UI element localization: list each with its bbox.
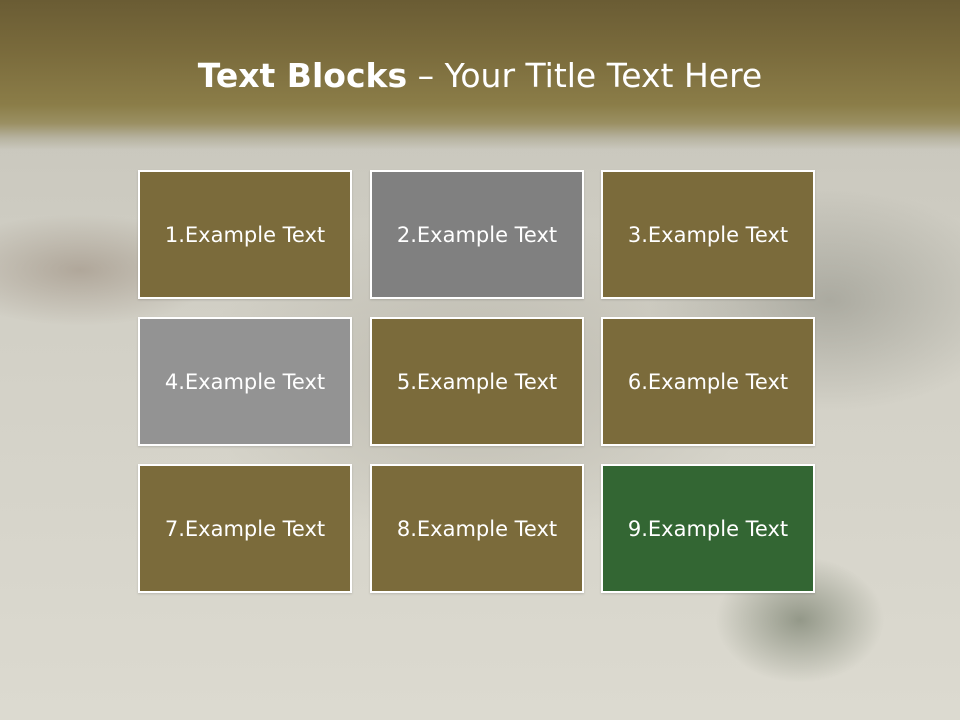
text-block-9: 9.Example Text	[601, 464, 815, 593]
text-block-label: 3.Example Text	[627, 222, 789, 247]
title-bold-text: Text Blocks	[197, 56, 408, 95]
text-block-7: 7.Example Text	[138, 464, 352, 593]
text-block-3: 3.Example Text	[601, 170, 815, 299]
text-block-4: 4.Example Text	[138, 317, 352, 446]
text-block-label: 9.Example Text	[627, 516, 789, 541]
text-block-label: 2.Example Text	[396, 222, 558, 247]
text-block-label: 7.Example Text	[164, 516, 326, 541]
text-block-label: 6.Example Text	[627, 369, 789, 394]
title-dash: –	[407, 56, 445, 95]
header-band	[0, 0, 960, 150]
text-block-8: 8.Example Text	[370, 464, 584, 593]
text-block-label: 5.Example Text	[396, 369, 558, 394]
text-block-label: 4.Example Text	[164, 369, 326, 394]
text-block-label: 8.Example Text	[396, 516, 558, 541]
text-block-label: 1.Example Text	[164, 222, 326, 247]
text-block-5: 5.Example Text	[370, 317, 584, 446]
text-block-1: 1.Example Text	[138, 170, 352, 299]
title-rest-text: Your Title Text Here	[444, 56, 763, 95]
text-block-6: 6.Example Text	[601, 317, 815, 446]
text-block-2: 2.Example Text	[370, 170, 584, 299]
slide-title: Text Blocks – Your Title Text Here	[0, 52, 960, 100]
